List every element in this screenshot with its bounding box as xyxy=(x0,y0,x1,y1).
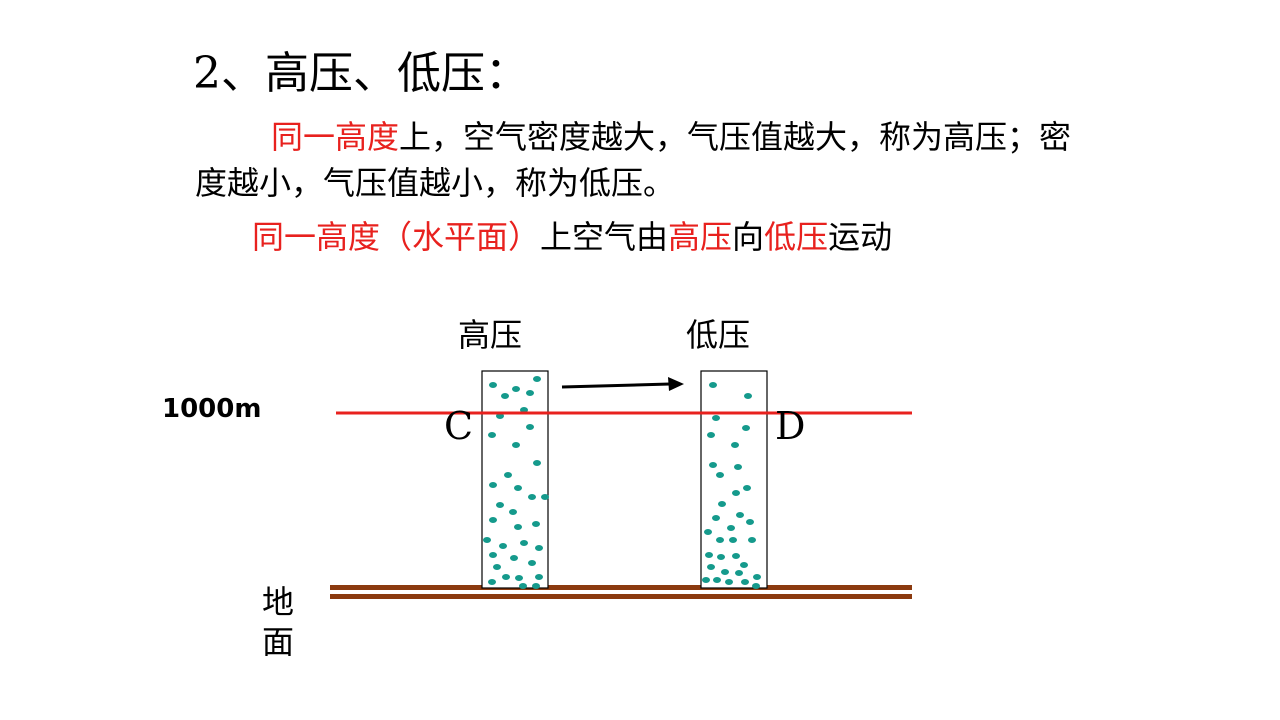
high-pressure-label: 高压 xyxy=(458,316,523,354)
air-dot xyxy=(742,425,750,431)
air-dot xyxy=(748,537,756,543)
air-dot xyxy=(509,509,517,515)
air-dot xyxy=(709,382,717,388)
air-dot xyxy=(741,579,749,585)
high-pressure-column xyxy=(481,370,549,589)
definition-text: 上，空气密度越大，气压值越大，称为高压；密度越小，气压值越小，称为低压。 xyxy=(195,118,1072,202)
air-dot xyxy=(716,537,724,543)
air-dot xyxy=(512,386,520,392)
airflow-arrow-shaft xyxy=(561,382,671,389)
air-dot xyxy=(732,553,740,559)
air-dot xyxy=(514,524,522,530)
air-dot xyxy=(716,472,724,478)
rule-part-6: 运动 xyxy=(828,218,893,256)
low-pressure-label: 低压 xyxy=(686,316,751,354)
ground-line-top xyxy=(330,585,912,590)
air-dot xyxy=(528,494,536,500)
air-dot xyxy=(496,502,504,508)
air-dot xyxy=(488,432,496,438)
air-dot xyxy=(526,424,534,430)
air-dot xyxy=(532,521,540,527)
definition-emphasis: 同一高度 xyxy=(271,118,400,156)
air-dot xyxy=(707,432,715,438)
definition-paragraph: 同一高度上，空气密度越大，气压值越大，称为高压；密度越小，气压值越小，称为低压。 xyxy=(195,114,1075,206)
air-dot xyxy=(704,529,712,535)
air-dot xyxy=(702,577,710,583)
air-dot xyxy=(740,562,748,568)
airflow-arrow-head xyxy=(668,377,684,391)
air-dot xyxy=(725,579,733,585)
air-dot xyxy=(731,442,739,448)
point-d-label: D xyxy=(775,404,806,448)
air-dot xyxy=(533,460,541,466)
air-dot xyxy=(512,442,520,448)
air-dot xyxy=(528,560,536,566)
air-dot xyxy=(489,382,497,388)
air-dot xyxy=(712,415,720,421)
air-dot xyxy=(489,482,497,488)
rule-part-3: 高压 xyxy=(668,218,733,256)
air-dot xyxy=(499,543,507,549)
low-pressure-column xyxy=(700,370,768,589)
rule-part-1: 同一高度（水平面） xyxy=(252,218,541,256)
slide-title: 2、高压、低压： xyxy=(193,48,529,99)
air-dot xyxy=(744,393,752,399)
air-dot xyxy=(493,564,501,570)
air-dot xyxy=(483,537,491,543)
air-dot xyxy=(526,390,534,396)
air-dot xyxy=(532,583,540,589)
air-dot xyxy=(514,485,522,491)
air-dot xyxy=(520,540,528,546)
air-dot xyxy=(535,545,543,551)
air-dot xyxy=(510,555,518,561)
air-dot xyxy=(721,569,729,575)
air-dot xyxy=(533,376,541,382)
air-dot xyxy=(736,512,744,518)
air-dot xyxy=(734,464,742,470)
air-dot xyxy=(489,552,497,558)
air-dot xyxy=(501,393,509,399)
rule-part-4: 向 xyxy=(732,218,765,256)
air-dot xyxy=(535,574,543,580)
air-dot xyxy=(713,577,721,583)
air-dot xyxy=(502,574,510,580)
air-dot xyxy=(718,501,726,507)
air-dot xyxy=(712,515,720,521)
air-dot xyxy=(746,519,754,525)
ground-line-bottom xyxy=(330,594,912,599)
air-dot xyxy=(743,485,751,491)
air-dot xyxy=(504,472,512,478)
low-column-air-dots xyxy=(702,382,761,589)
rule-part-2: 上空气由 xyxy=(540,218,669,256)
air-dot xyxy=(705,552,713,558)
air-dot xyxy=(752,583,760,589)
rule-part-5: 低压 xyxy=(764,218,829,256)
air-dot xyxy=(709,462,717,468)
high-column-air-dots xyxy=(483,376,549,589)
point-c-label: C xyxy=(444,404,474,448)
air-dot xyxy=(732,490,740,496)
air-dot xyxy=(515,575,523,581)
air-dot xyxy=(717,554,725,560)
ground-label: 地面 xyxy=(261,583,294,661)
air-dot xyxy=(488,579,496,585)
air-dot xyxy=(519,583,527,589)
air-dot xyxy=(707,564,715,570)
movement-rule: 同一高度（水平面）上空气由高压向低压运动 xyxy=(252,214,892,260)
air-dot xyxy=(735,570,743,576)
air-dot xyxy=(727,525,735,531)
air-dot xyxy=(729,537,737,543)
air-dot xyxy=(541,494,549,500)
air-dot xyxy=(489,517,497,523)
altitude-label: 1000m xyxy=(162,394,262,424)
air-dot xyxy=(753,574,761,580)
